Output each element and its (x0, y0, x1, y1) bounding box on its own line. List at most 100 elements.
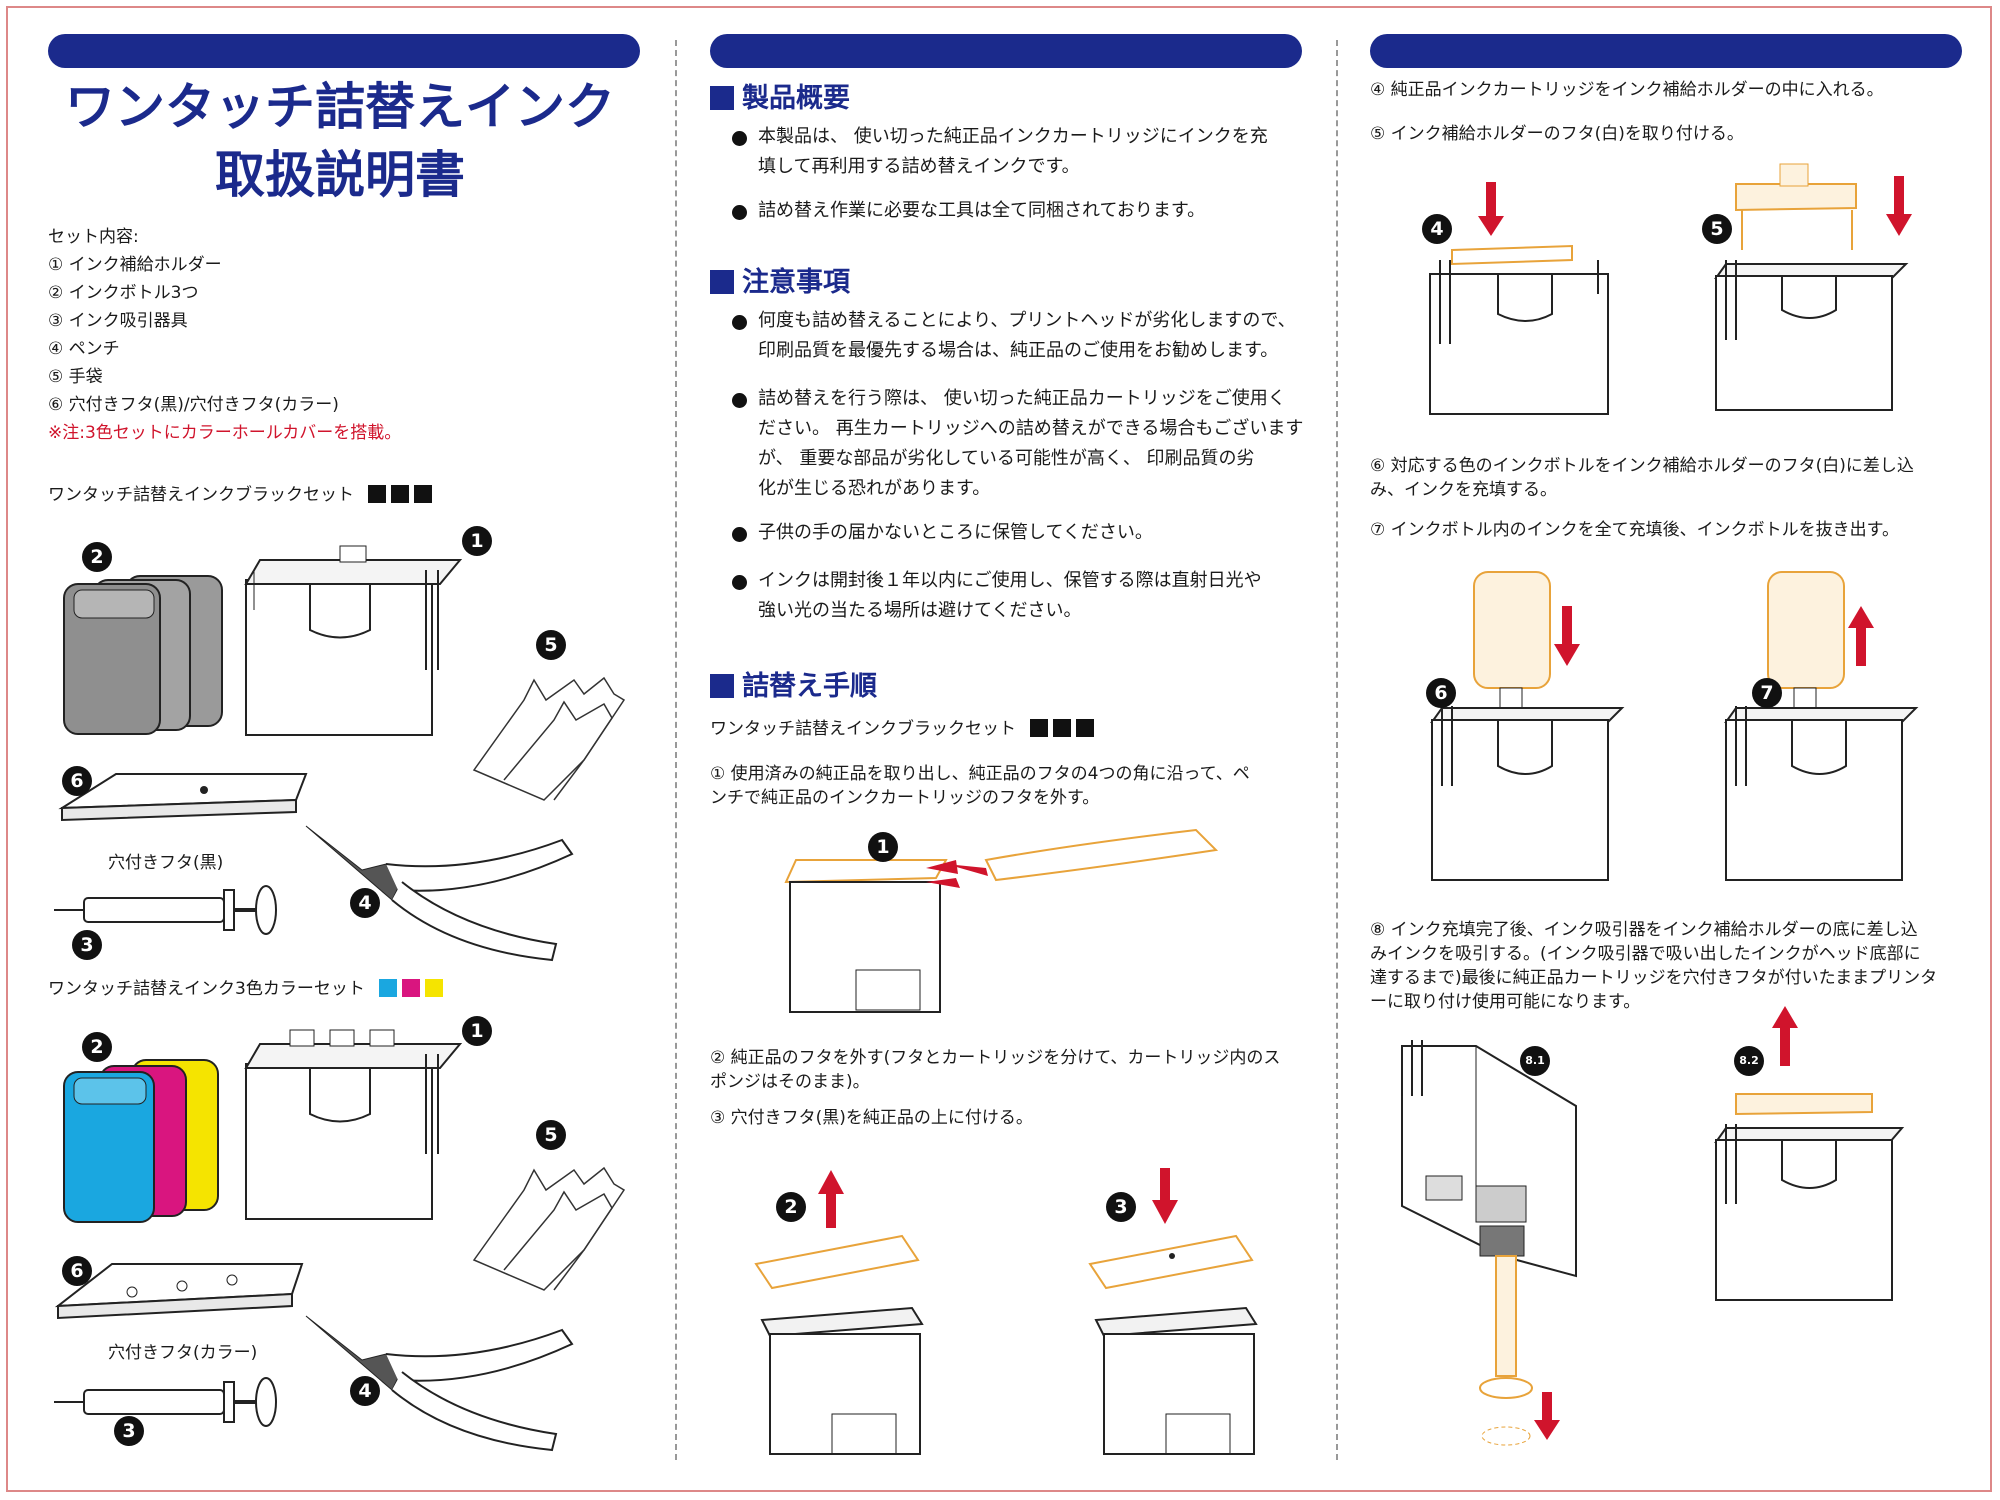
number-badge-1: 1 (462, 1016, 492, 1046)
yellow-swatch (424, 979, 443, 997)
number-badge-4: 4 (350, 1376, 380, 1406)
number-badge-1: 1 (462, 526, 492, 556)
step-2-text: ② 純正品のフタを外す(フタとカートリッジを分けて、カートリッジ内のス ポンジは… (710, 1046, 1300, 1094)
step-line: ③ 穴付きフタ(黒)を純正品の上に付ける。 (710, 1108, 1033, 1128)
black-swatch (1053, 719, 1071, 737)
syringe-icon (54, 1377, 277, 1427)
cautions-heading: 注意事項 (710, 260, 850, 299)
set-item: ① インク補給ホルダー (48, 255, 222, 275)
page-border (6, 6, 1992, 1492)
lid-color-illustration (54, 1263, 304, 1320)
black-swatch (1030, 719, 1048, 737)
step-8-1-illustration (1401, 1040, 1577, 1446)
number-badge-2: 2 (82, 542, 112, 572)
number-badge-2: 2 (776, 1192, 806, 1222)
black-swatch (414, 485, 432, 503)
bullet-text: 本製品は、 使い切った純正品インクカートリッジにインクを充 (758, 126, 1268, 147)
column-divider (675, 40, 677, 1460)
column-divider (1336, 40, 1338, 1460)
ink-holder-illustration (244, 545, 463, 736)
number-badge-7: 7 (1752, 678, 1782, 708)
number-badge-5: 5 (536, 1120, 566, 1150)
black-set-label: ワンタッチ詰替えインクブラックセット (48, 482, 432, 508)
bullet-dot-icon (732, 131, 747, 146)
column-middle: 製品概要 本製品は、 使い切った純正品インクカートリッジにインクを充 填して再利… (706, 0, 1306, 1500)
number-badge-2: 2 (82, 1032, 112, 1062)
color-set-label: ワンタッチ詰替えインク3色カラーセット (48, 976, 443, 1002)
bullet-dot-icon (732, 527, 747, 542)
number-badge-6: 6 (62, 1256, 92, 1286)
cyan-swatch (378, 979, 397, 997)
step-2-illustration (754, 1170, 924, 1455)
title-line-2: 取扱説明書 (215, 146, 465, 204)
title-line-1: ワンタッチ詰替えインク (65, 78, 615, 136)
bullet-text: 何度も詰め替えることにより、プリントヘッドが劣化しますので、 (758, 310, 1296, 331)
procedure-heading: 詰替え手順 (710, 664, 877, 703)
number-badge-5: 5 (1702, 214, 1732, 244)
step-line: みインクを吸引する。(インク吸引器で吸い出したインクがヘッド底部に (1370, 944, 1921, 964)
bullet-text: 強い光の当たる場所は避けてください。 (758, 600, 1082, 621)
set-item: ⑤ 手袋 (48, 367, 103, 387)
step-line: ② 純正品のフタを外す(フタとカートリッジを分けて、カートリッジ内のス (710, 1048, 1281, 1068)
black-swatch (391, 485, 409, 503)
step-3-illustration (1088, 1168, 1258, 1455)
step-line: ポンジはそのまま)。 (710, 1072, 870, 1092)
set-item: ⑥ 穴付きフタ(黒)/穴付きフタ(カラー) (48, 395, 339, 415)
section-square-icon (710, 674, 734, 698)
overview-heading-text: 製品概要 (742, 83, 850, 114)
bullet-dot-icon (732, 205, 747, 220)
column-right: ④ 純正品インクカートリッジをインク補給ホルダーの中に入れる。 ⑤ インク補給ホ… (1366, 0, 1966, 1500)
bullet-text: 詰め替え作業に必要な工具は全て同梱されております。 (758, 200, 1206, 221)
bullet-text: が、 重要な部品が劣化している可能性が高く、 印刷品質の劣 (758, 448, 1255, 469)
set-contents-heading: セット内容: (48, 227, 139, 247)
procedure-heading-text: 詰替え手順 (742, 671, 877, 702)
syringe-icon (54, 885, 277, 935)
number-badge-8-2: 8.2 (1734, 1046, 1764, 1076)
step-line: ンチで純正品のインクカートリッジのフタを外す。 (710, 788, 1100, 808)
number-badge-1: 1 (868, 832, 898, 862)
bullet-text: 填して再利用する詰め替えインクです。 (758, 156, 1080, 177)
lid-black-caption: 穴付きフタ(黒) (108, 853, 224, 873)
step-6-illustration (1430, 571, 1625, 881)
bullet-dot-icon (732, 315, 747, 330)
step-line: 達するまで)最後に純正品カートリッジを穴付きフタが付いたままプリンタ (1370, 968, 1938, 988)
bullet-text: 子供の手の届かないところに保管してください。 (758, 522, 1153, 543)
color-set-label-text: ワンタッチ詰替えインク3色カラーセット (48, 979, 365, 999)
lid-black-illustration (58, 773, 308, 822)
step-7-illustration (1724, 571, 1919, 881)
overview-heading: 製品概要 (710, 76, 850, 115)
number-badge-8-1: 8.1 (1520, 1046, 1550, 1076)
section-square-icon (710, 270, 734, 294)
ink-bottles-black-illustration (63, 575, 223, 735)
step-4-illustration (1429, 182, 1609, 415)
step-line: み、インクを充填する。 (1370, 480, 1557, 500)
header-bar (1370, 34, 1962, 68)
step-line: ⑤ インク補給ホルダーのフタ(白)を取り付ける。 (1370, 124, 1744, 144)
gloves-icon (472, 1166, 626, 1291)
step-8-text: ⑧ インク充填完了後、インク吸引器をインク補給ホルダーの底に差し込 みインクを吸… (1370, 918, 1960, 1014)
gloves-icon (472, 676, 626, 801)
step-5-illustration (1714, 163, 1912, 411)
lid-color-caption: 穴付きフタ(カラー) (108, 1343, 258, 1363)
header-bar (710, 34, 1302, 68)
bullet-text: ださい。 再生カートリッジへの詰め替えができる場合もございます (758, 418, 1304, 439)
number-badge-3: 3 (1106, 1192, 1136, 1222)
number-badge-6: 6 (1426, 678, 1456, 708)
magenta-swatch (401, 979, 420, 997)
step-line: ④ 純正品インクカートリッジをインク補給ホルダーの中に入れる。 (1370, 80, 1884, 100)
step-7-text: ⑦ インクボトル内のインクを全て充填後、インクボトルを抜き出す。 (1370, 518, 1960, 542)
bullet-text: 印刷品質を最優先する場合は、純正品のご使用をお勧めします。 (758, 340, 1279, 361)
ink-bottles-color-illustration (63, 1059, 219, 1223)
step-line: ⑥ 対応する色のインクボトルをインク補給ホルダーのフタ(白)に差し込 (1370, 456, 1914, 476)
section-square-icon (710, 86, 734, 110)
number-badge-3: 3 (114, 1416, 144, 1446)
set-note: ※注:3色セットにカラーホールカバーを搭載。 (48, 423, 402, 443)
header-bar (48, 34, 640, 68)
ink-holder-color-illustration (244, 1029, 463, 1220)
black-set-label-text: ワンタッチ詰替えインクブラックセット (48, 485, 354, 505)
step-6-text: ⑥ 対応する色のインクボトルをインク補給ホルダーのフタ(白)に差し込 み、インク… (1370, 454, 1960, 502)
number-badge-4: 4 (350, 888, 380, 918)
step-8-2-illustration (1714, 1006, 1905, 1301)
black-swatch (368, 485, 386, 503)
set-item: ④ ペンチ (48, 339, 120, 359)
